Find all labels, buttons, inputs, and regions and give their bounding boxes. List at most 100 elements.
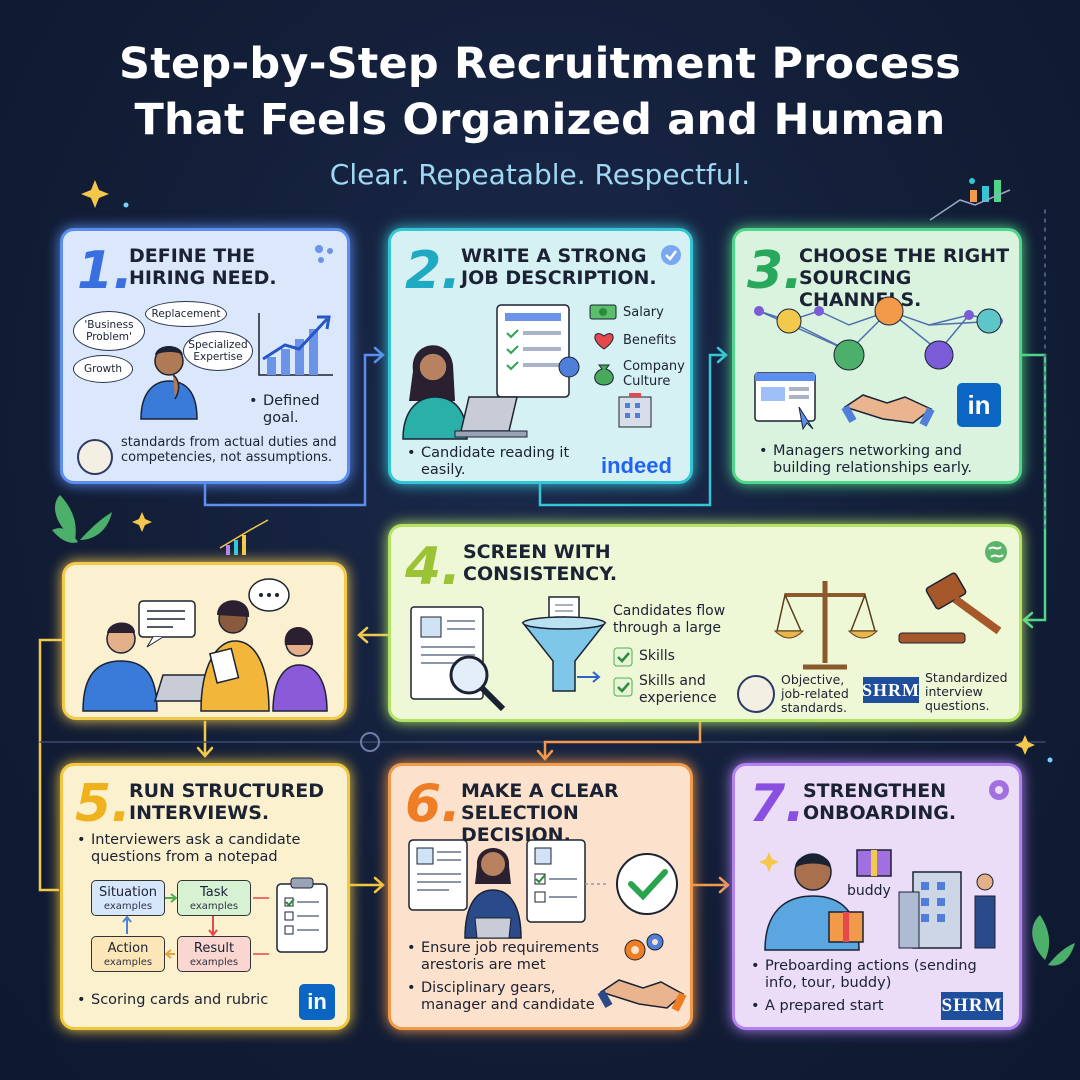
step-1-goal-text: Defined goal. (263, 393, 320, 426)
verified-badge-icon (661, 245, 681, 265)
check-skills-experience: Skills and experience (639, 673, 717, 706)
step-2-note: • Candidate reading it easily. (407, 445, 587, 479)
step-2-number: 2. (405, 241, 461, 301)
star-situation-label: Situation (98, 885, 158, 900)
page-subtitle: Clear. Repeatable. Respectful. (329, 158, 751, 191)
buddy-label: buddy (847, 883, 891, 899)
linkedin-logo-step-5: in (299, 984, 335, 1020)
step-3-heading-line-1: CHOOSE THE RIGHT (799, 245, 1010, 267)
step-7-bullet-1-text: Preboarding actions (sending info, tour,… (765, 958, 977, 991)
step-5-number: 5. (75, 774, 131, 834)
step-7-heading: STRENGTHEN ONBOARDING. (803, 780, 956, 824)
bubble-growth: Growth (73, 355, 133, 383)
browser-window-icon (754, 372, 816, 431)
step-7-bullet-2-text: A prepared start (765, 998, 884, 1014)
step-4-number: 4. (405, 537, 461, 597)
team-discussion-card (62, 562, 347, 720)
salary-icon (589, 304, 617, 320)
perk-benefits: Benefits (623, 333, 677, 348)
job-document-icon (496, 304, 580, 398)
step-7-heading-line-1: STRENGTHEN (803, 780, 947, 802)
star-action-sub: examples (103, 957, 153, 968)
step-6-bullet-1: • Ensure job requirements arestoris are … (407, 940, 617, 974)
shrm-logo-step-4: SHRM (862, 677, 919, 703)
step-4-flow-text: Candidates flow through a large (613, 603, 726, 636)
resume-search-icon (410, 606, 506, 712)
step-1-heading-line-2: HIRING NEED. (129, 267, 277, 289)
check-icon-skills (613, 647, 633, 667)
globe-icon (985, 541, 1007, 563)
step-3-note-text: Managers networking and building relatio… (773, 443, 972, 476)
seal-logo-step-4 (737, 675, 775, 713)
new-hire-illustration (759, 849, 996, 951)
step-5-bullet-2-text: Scoring cards and rubric (91, 992, 269, 1008)
step-4-card: 4. SCREEN WITH CONSISTENCY. Candidates f… (388, 524, 1022, 722)
step-4-standard-2: Standardized interview questions. (925, 670, 1008, 713)
title-line-2: That Feels Organized and Human (134, 95, 946, 145)
scales-icon (773, 581, 879, 670)
step-2-heading-line-1: WRITE A STRONG (461, 245, 647, 267)
step-6-bullet-2-text: Disciplinary gears, manager and candidat… (421, 980, 595, 1013)
step-7-card: 7. STRENGTHEN ONBOARDING. buddy • Preboa… (732, 763, 1022, 1030)
step-6-card: 6. MAKE A CLEAR SELECTION DECISION. • En… (388, 763, 693, 1030)
growth-chart-icon (258, 313, 333, 376)
flower-badge-icon (989, 780, 1009, 800)
indeed-logo: indeed (601, 453, 672, 478)
step-7-number: 7. (749, 774, 805, 834)
bubble-specialized-expertise: Specialized Expertise (183, 331, 253, 371)
step-2-note-text: Candidate reading it easily. (421, 445, 570, 478)
perk-company-culture: Company Culture (623, 359, 685, 389)
bubble-replacement: Replacement (145, 301, 227, 327)
page-title: Step-by-Step Recruitment Process That Fe… (0, 36, 1080, 148)
star-action-label: Action (107, 941, 149, 956)
step-7-bullet-2: • A prepared start (751, 998, 931, 1015)
step-5-heading-line-2: INTERVIEWS. (129, 802, 270, 824)
step-2-card: 2. WRITE A STRONG JOB DESCRIPTION. Salar… (388, 228, 693, 484)
step-2-heading-line-2: JOB DESCRIPTION. (461, 267, 657, 289)
shrm-logo-step-7: SHRM (941, 992, 1003, 1020)
step-4-heading-line-2: CONSISTENCY. (463, 563, 618, 585)
step-1-heading-line-1: DEFINE THE (129, 245, 256, 267)
step-5-bullet-2: • Scoring cards and rubric (77, 992, 297, 1009)
step-5-card: 5. RUN STRUCTURED INTERVIEWS. • Intervie… (60, 763, 350, 1030)
step-5-bullet-1-text: Interviewers ask a candidate questions f… (91, 832, 301, 865)
handshake-icon-step-6 (597, 979, 687, 1012)
step-5-heading-line-1: RUN STRUCTURED (129, 780, 324, 802)
selection-illustration (408, 839, 678, 939)
step-7-heading-line-2: ONBOARDING. (803, 802, 957, 824)
team-discussion-illustration (82, 578, 328, 712)
step-7-bullet-1: • Preboarding actions (sending info, tou… (751, 958, 991, 992)
star-result-label: Result (193, 941, 235, 956)
gears-icon (624, 933, 664, 961)
office-building-icon (618, 393, 652, 428)
step-3-number: 3. (747, 241, 803, 301)
perk-salary: Salary (623, 305, 664, 320)
heart-icon (594, 333, 614, 350)
step-5-bullet-1: • Interviewers ask a candidate questions… (77, 832, 343, 866)
check-skills: Skills (639, 648, 675, 664)
step-6-heading-line-1: MAKE A CLEAR (461, 780, 619, 802)
step-6-bullet-1-text: Ensure job requirements arestoris are me… (421, 940, 600, 973)
check-icon-experience (613, 677, 633, 697)
thinking-person-icon (140, 346, 198, 420)
step-1-heading: DEFINE THE HIRING NEED. (129, 245, 277, 289)
dots-icon (315, 245, 333, 263)
step-3-card: 3. CHOOSE THE RIGHT SOURCING CHANNELS. i… (732, 228, 1022, 484)
step-4-heading: SCREEN WITH CONSISTENCY. (463, 541, 617, 585)
money-bag-icon (594, 364, 614, 386)
step-2-heading: WRITE A STRONG JOB DESCRIPTION. (461, 245, 657, 289)
step-1-number: 1. (77, 241, 133, 301)
star-result: Result examples (177, 936, 251, 972)
linkedin-logo: in (957, 383, 1001, 427)
step-1-card: 1. DEFINE THE HIRING NEED. 'Business Pro… (60, 228, 350, 484)
woman-laptop-icon (402, 345, 528, 440)
bubble-business-problem: 'Business Problem' (73, 311, 145, 351)
step-4-standard-1: Objective, job-related standards. (781, 672, 849, 715)
handshake-icon (841, 394, 935, 427)
clipboard-checklist-icon (276, 877, 328, 953)
seal-logo (77, 439, 113, 475)
network-icon (754, 296, 1003, 371)
star-situation: Situation examples (91, 880, 165, 916)
star-task-sub: examples (189, 901, 239, 912)
star-task: Task examples (177, 880, 251, 916)
